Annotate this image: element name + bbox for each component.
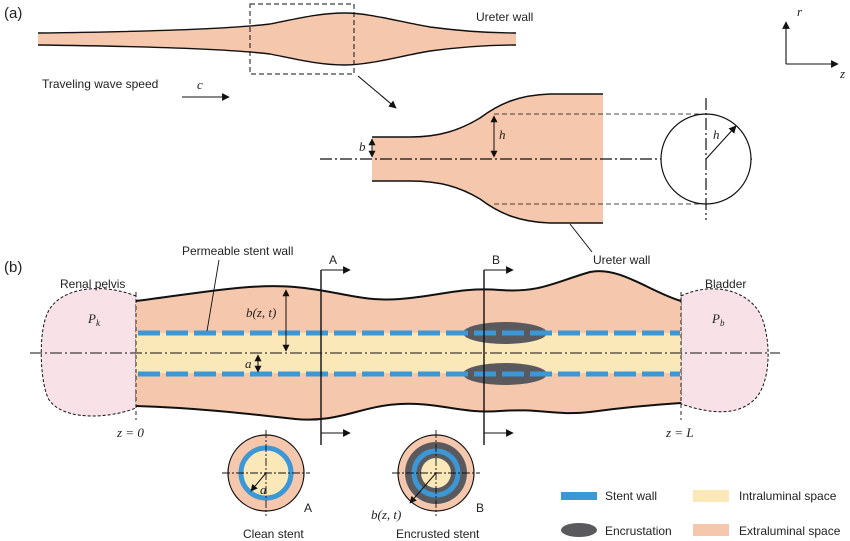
ureter-zoom-top-wall xyxy=(372,93,603,138)
cross-section-encrusted xyxy=(392,430,480,516)
zoom-box xyxy=(249,3,355,75)
section-b-label: B xyxy=(492,253,500,267)
legend-extraluminal-swatch xyxy=(693,524,729,536)
wave-speed-symbol: c xyxy=(197,77,203,92)
legend-intraluminal: Intraluminal space xyxy=(739,489,837,503)
pk-symbol: Pk xyxy=(87,311,101,328)
clean-stent-label: Clean stent xyxy=(243,527,304,541)
axis-r-label: r xyxy=(797,4,803,19)
pb-symbol: Pb xyxy=(711,311,725,328)
legend-encrustation-swatch xyxy=(561,523,597,537)
axis-z-label: z xyxy=(839,66,845,81)
legend-stent-wall-swatch xyxy=(561,492,597,500)
panel-b-label: (b) xyxy=(4,259,22,276)
b-symbol-a: b xyxy=(359,139,366,154)
ureter-wall-label-a: Ureter wall xyxy=(476,10,533,24)
a-symbol: a xyxy=(245,356,252,371)
h-radius-arrow xyxy=(705,125,737,160)
cross-bzt-symbol: b(z, t) xyxy=(371,507,401,522)
ureter-zoom-bottom-wall xyxy=(372,180,603,224)
legend-encrustation: Encrustation xyxy=(605,524,672,538)
renal-pelvis-label: Renal pelvis xyxy=(60,277,125,291)
legend: Stent wall Intraluminal space Encrustati… xyxy=(561,489,841,538)
bladder-label: Bladder xyxy=(705,277,746,291)
cross-section-clean xyxy=(222,430,310,516)
legend-intraluminal-swatch xyxy=(693,490,729,502)
z0-label: z = 0 xyxy=(116,425,144,440)
encrusted-stent-label: Encrusted stent xyxy=(396,527,480,541)
permeable-stent-label: Permeable stent wall xyxy=(182,244,293,258)
ureter-small-top-wall xyxy=(37,12,517,34)
renal-pelvis xyxy=(40,288,137,417)
zoom-arrow xyxy=(357,75,397,109)
legend-extraluminal: Extraluminal space xyxy=(739,524,841,538)
h-symbol-a: h xyxy=(499,127,506,142)
bladder xyxy=(680,288,769,413)
panel-a-label: (a) xyxy=(4,5,22,22)
section-a-label: A xyxy=(329,253,337,267)
ureter-bottom-wall xyxy=(135,402,682,421)
traveling-wave-label: Traveling wave speed xyxy=(42,77,158,91)
legend-stent-wall: Stent wall xyxy=(605,489,657,503)
ureter-wall-label-b: Ureter wall xyxy=(593,253,650,267)
zl-label: z = L xyxy=(665,425,694,440)
ureter-top-wall xyxy=(135,270,682,302)
cross-b-tag: B xyxy=(476,501,484,515)
permeable-leader xyxy=(206,259,220,332)
h-symbol-circle: h xyxy=(713,127,720,142)
cross-a-tag: A xyxy=(304,501,312,515)
bzt-symbol: b(z, t) xyxy=(246,305,276,320)
ureter-wall-leader-b xyxy=(569,223,593,253)
cross-a-symbol: a xyxy=(260,482,267,497)
ureter-small-shape xyxy=(38,13,516,65)
ureter-small-bottom-wall xyxy=(37,44,517,66)
